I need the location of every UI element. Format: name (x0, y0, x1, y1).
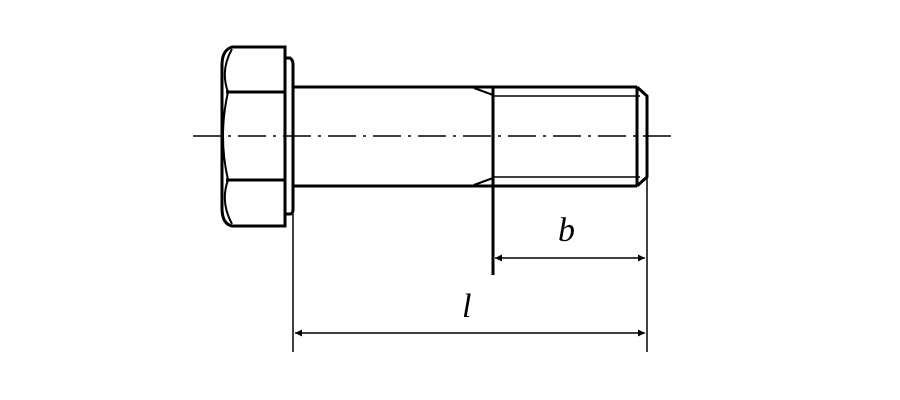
shank (293, 85, 637, 188)
dimension-label-b: b (558, 212, 575, 249)
extension-lines (292, 177, 648, 352)
hex-head (220, 45, 287, 228)
dimension-label-l: l (462, 288, 472, 325)
threaded-section (491, 87, 640, 275)
